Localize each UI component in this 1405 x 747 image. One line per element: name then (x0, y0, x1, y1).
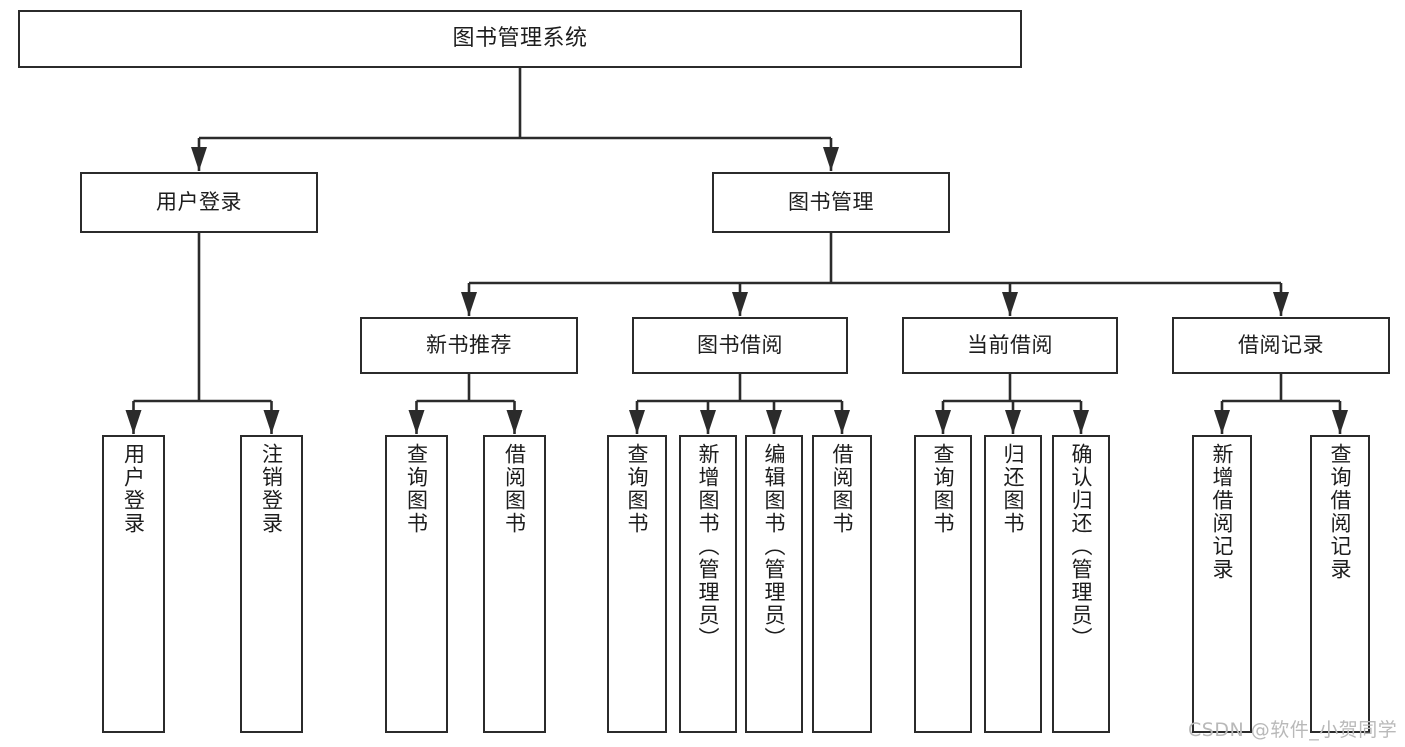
node-label: 查询图书 (625, 443, 650, 535)
node-l3_e1[interactable]: 新增借阅记录 (1192, 435, 1252, 733)
node-label: 借阅图书 (830, 443, 855, 535)
node-label: 查询图书 (931, 443, 956, 535)
node-label: 注销登录 (259, 443, 284, 535)
node-l2_record[interactable]: 借阅记录 (1172, 317, 1390, 374)
node-label: 归还图书 (1001, 443, 1026, 535)
node-l2_new[interactable]: 新书推荐 (360, 317, 578, 374)
node-root[interactable]: 图书管理系统 (18, 10, 1022, 68)
node-label: 图书管理系统 (452, 26, 588, 52)
csdn-watermark: CSDN @软件_小贺同学 (1188, 719, 1398, 741)
node-label: 新增图书（管理员） (696, 443, 721, 650)
node-l3_d2[interactable]: 归还图书 (984, 435, 1042, 733)
node-label: 借阅记录 (1238, 333, 1324, 358)
node-label: 图书借阅 (697, 333, 783, 358)
node-l3_b2[interactable]: 借阅图书 (483, 435, 546, 733)
node-label: 借阅图书 (502, 443, 527, 535)
node-label: 用户登录 (156, 190, 242, 215)
node-l1_user[interactable]: 用户登录 (80, 172, 318, 233)
node-label: 查询图书 (404, 443, 429, 535)
node-l2_current[interactable]: 当前借阅 (902, 317, 1118, 374)
node-l2_borrow[interactable]: 图书借阅 (632, 317, 848, 374)
node-l3_e2[interactable]: 查询借阅记录 (1310, 435, 1370, 733)
node-l3_c3[interactable]: 编辑图书（管理员） (745, 435, 803, 733)
node-l3_c2[interactable]: 新增图书（管理员） (679, 435, 737, 733)
node-l3_a2[interactable]: 注销登录 (240, 435, 303, 733)
node-l3_c1[interactable]: 查询图书 (607, 435, 667, 733)
node-l1_book[interactable]: 图书管理 (712, 172, 950, 233)
node-l3_d1[interactable]: 查询图书 (914, 435, 972, 733)
node-label: 查询借阅记录 (1328, 443, 1353, 581)
node-label: 新书推荐 (426, 333, 512, 358)
node-label: 用户登录 (121, 443, 146, 535)
node-label: 新增借阅记录 (1210, 443, 1235, 581)
node-l3_b1[interactable]: 查询图书 (385, 435, 448, 733)
node-label: 确认归还（管理员） (1069, 443, 1094, 650)
node-l3_a1[interactable]: 用户登录 (102, 435, 165, 733)
node-label: 编辑图书（管理员） (762, 443, 787, 650)
node-l3_c4[interactable]: 借阅图书 (812, 435, 872, 733)
node-label: 图书管理 (788, 190, 874, 215)
node-l3_d3[interactable]: 确认归还（管理员） (1052, 435, 1110, 733)
node-label: 当前借阅 (967, 333, 1053, 358)
